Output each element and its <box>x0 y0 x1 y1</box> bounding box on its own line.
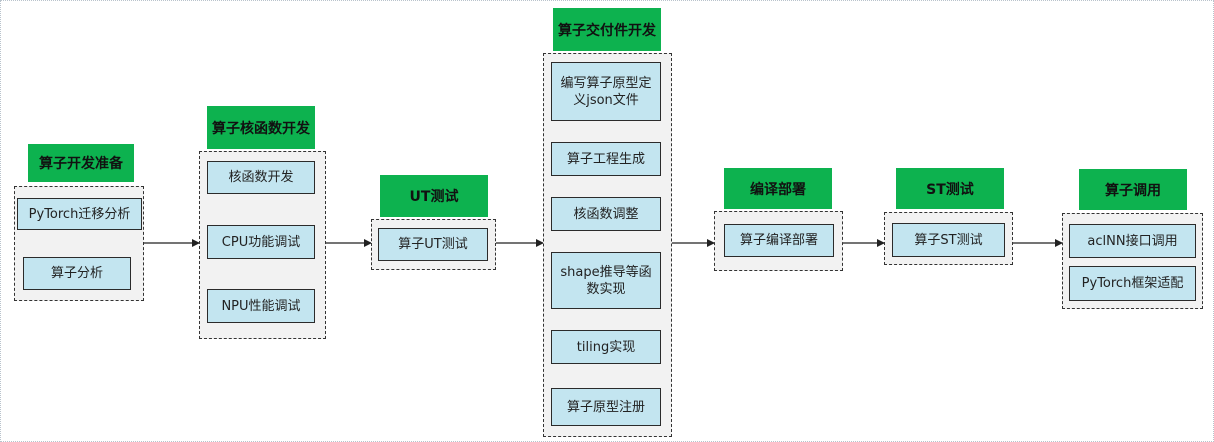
stage6-header: ST测试 <box>896 168 1004 209</box>
stage4-item-project-gen: 算子工程生成 <box>551 142 661 176</box>
stage2-item-cpu-debug: CPU功能调试 <box>207 225 315 259</box>
stage4-item-proto-register: 算子原型注册 <box>551 388 661 426</box>
stage6-item-st-test: 算子ST测试 <box>892 223 1005 257</box>
stage4-item-write-json: 编写算子原型定义json文件 <box>551 62 661 121</box>
stage4-item-shape-infer: shape推导等函数实现 <box>551 252 661 309</box>
stage7-item-aclnn-call: aclNN接口调用 <box>1069 224 1196 258</box>
stage3-header: UT测试 <box>380 175 488 217</box>
stage1-item-op-analysis: 算子分析 <box>23 257 131 290</box>
stage3-item-ut-test: 算子UT测试 <box>378 228 488 261</box>
stage2-item-kernel-dev: 核函数开发 <box>207 161 315 194</box>
stage7-item-pytorch-adapt: PyTorch框架适配 <box>1069 266 1196 301</box>
stage1-header: 算子开发准备 <box>28 144 134 182</box>
stage2-item-npu-debug: NPU性能调试 <box>207 289 315 323</box>
stage7-header: 算子调用 <box>1079 169 1187 210</box>
stage5-item-compile-deploy: 算子编译部署 <box>724 224 834 257</box>
stage2-header: 算子核函数开发 <box>207 106 315 149</box>
stage4-header: 算子交付件开发 <box>553 8 661 51</box>
stage4-item-tiling: tiling实现 <box>551 330 661 364</box>
stage4-item-kernel-adjust: 核函数调整 <box>551 197 661 231</box>
stage5-header: 编译部署 <box>724 168 832 209</box>
stage1-item-pytorch-analysis: PyTorch迁移分析 <box>17 198 142 230</box>
